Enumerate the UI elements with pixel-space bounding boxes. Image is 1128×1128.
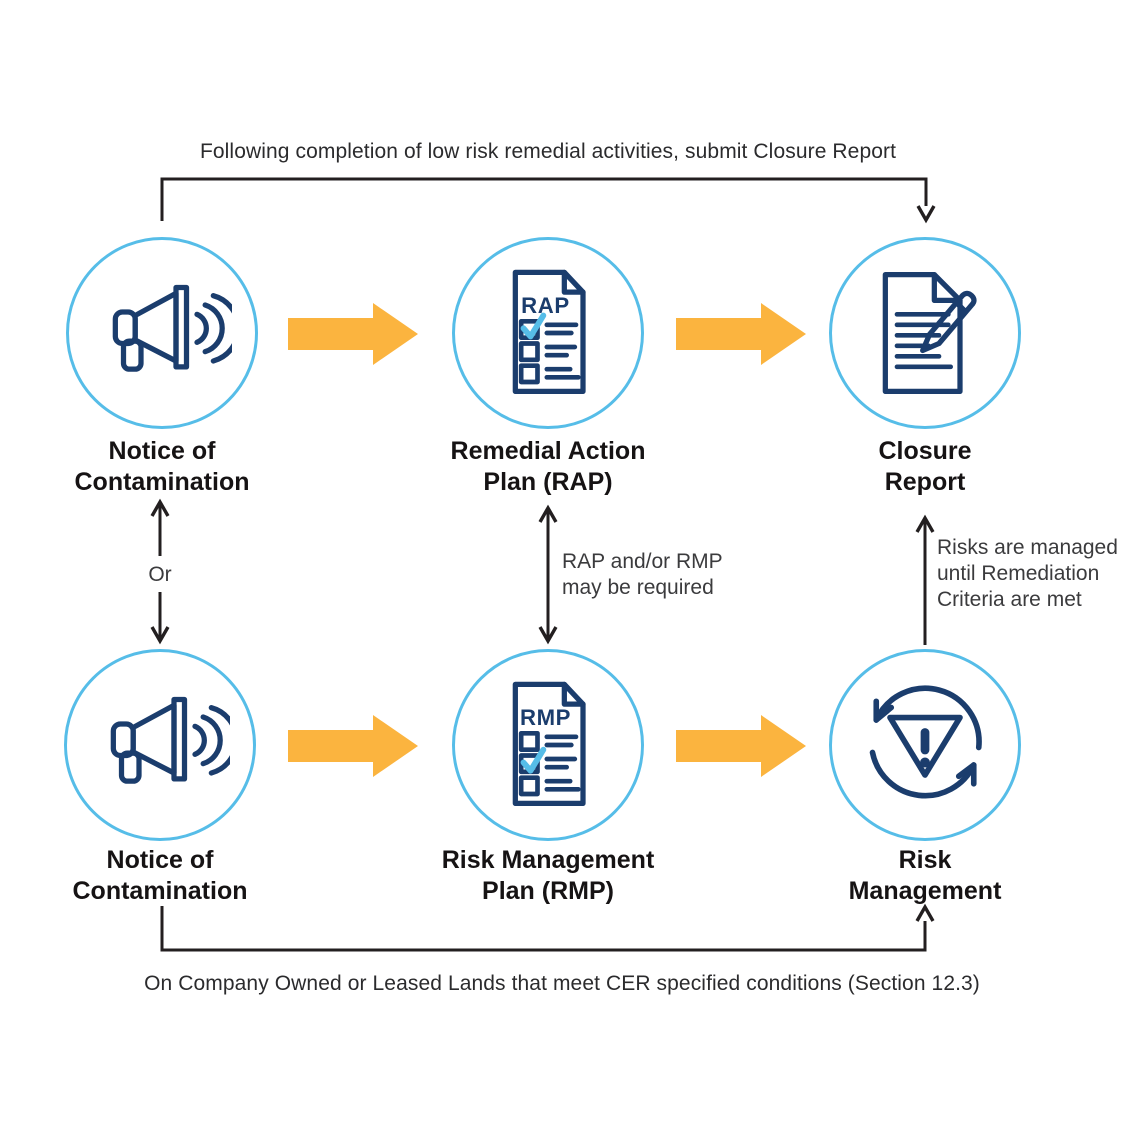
rmp-doc-title: RMP <box>520 705 571 730</box>
node-risk-management <box>829 649 1021 841</box>
node-risk-management-plan: RMP <box>452 649 644 841</box>
yellow-block-arrow-icon <box>288 303 418 365</box>
label-notice-of-contamination-top: Notice of Contamination <box>74 437 250 496</box>
yellow-block-arrow-icon <box>676 303 806 365</box>
node-remedial-action-plan: RAP <box>452 237 644 429</box>
label-remedial-action-plan: Remedial Action Plan (RAP) <box>450 437 646 496</box>
yellow-block-arrow-icon <box>676 715 806 777</box>
annotation-risks-managed: Risks are managed until Remediation Crit… <box>937 536 1118 611</box>
annotation-rap-rmp-may-be-required: RAP and/or RMP may be required <box>562 550 723 599</box>
label-notice-of-contamination-bottom: Notice of Contamination <box>72 846 248 905</box>
label-closure-report: Closure Report <box>878 437 972 496</box>
megaphone-icon <box>112 284 232 372</box>
top-caption: Following completion of low risk remedia… <box>199 140 897 163</box>
label-risk-management-plan: Risk Management Plan (RMP) <box>441 846 655 905</box>
document-pencil-icon <box>882 272 977 394</box>
megaphone-icon <box>110 696 230 784</box>
node-notice-of-contamination-bottom <box>64 649 256 841</box>
node-notice-of-contamination-top <box>66 237 258 429</box>
rmp-document-checklist-icon: RMP <box>512 681 586 806</box>
label-risk-management: Risk Management <box>848 846 1002 905</box>
annotation-or: Or <box>136 560 184 590</box>
yellow-block-arrow-icon <box>288 715 418 777</box>
rap-document-checklist-icon: RAP <box>512 269 586 394</box>
bottom-caption: On Company Owned or Leased Lands that me… <box>144 972 980 995</box>
risk-cycle-warning-icon <box>869 685 982 799</box>
node-closure-report <box>829 237 1021 429</box>
